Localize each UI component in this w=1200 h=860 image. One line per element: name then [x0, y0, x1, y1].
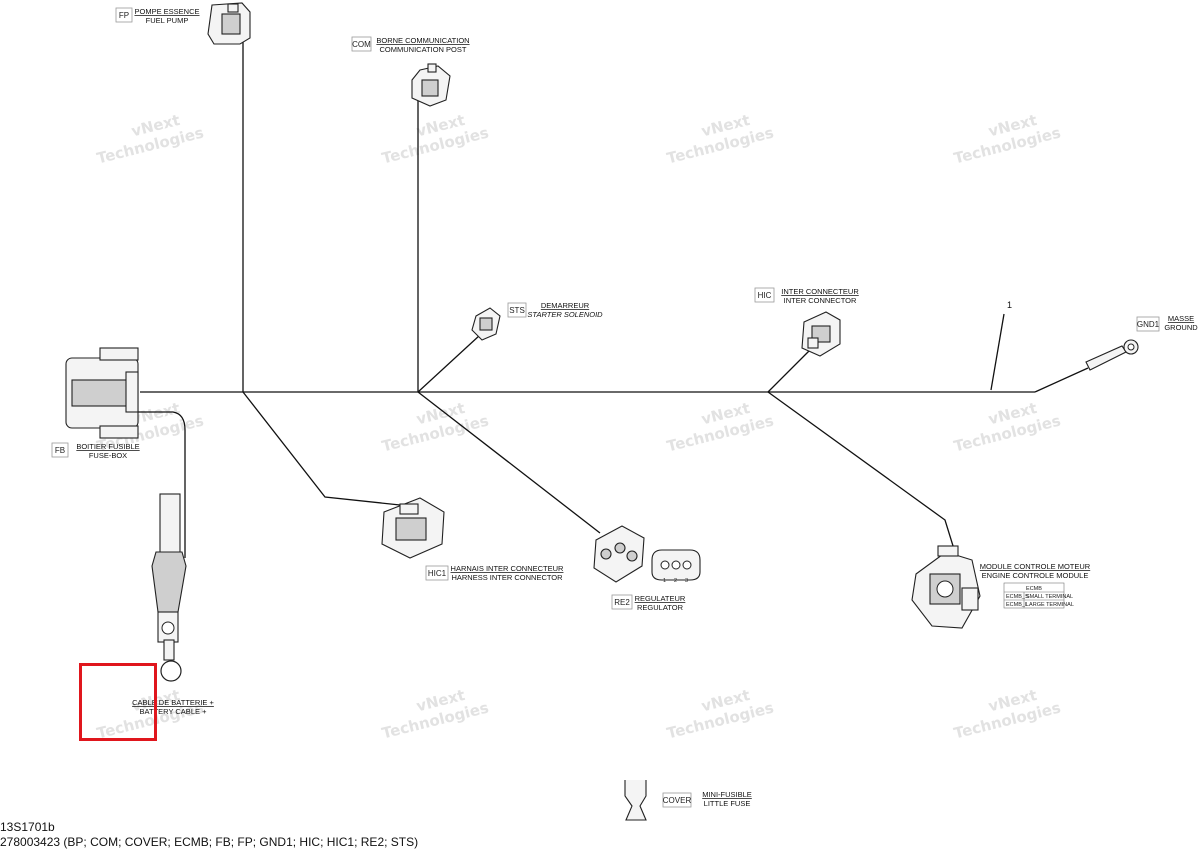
- battery-cable-wire: [130, 411, 186, 558]
- ecmb-pin-s: ECMB_S: [1006, 594, 1029, 600]
- re2-pin-1: 1: [663, 578, 666, 584]
- re2-pin-2: 2: [674, 578, 677, 584]
- bp-label-fr: CABLE DE BATTERIE +: [132, 698, 214, 707]
- hic-label-fr: INTER CONNECTEUR: [781, 287, 859, 296]
- com-label-en: COMMUNICATION POST: [380, 45, 467, 54]
- fb-code-box: [51, 442, 69, 458]
- hic-code: HIC: [758, 291, 772, 300]
- drawing-id: 13S1701b: [0, 820, 55, 834]
- battery-cable-terminal: [151, 493, 187, 682]
- wires: [130, 30, 1089, 563]
- re2-code: RE2: [614, 598, 630, 607]
- ecmb-branch-wire: [767, 391, 959, 563]
- ecmb-desc-s: SMALL TERMINAL: [1026, 594, 1073, 600]
- hic1-label-fr: HARNAIS INTER CONNECTEUR: [451, 564, 565, 573]
- ecmb-table: ECMB ECMB_S SMALL TERMINAL ECMB_L LARGE …: [1003, 582, 1074, 609]
- fuse-box: [65, 347, 139, 439]
- ecmb-label-fr: MODULE CONTROLE MOTEUR: [980, 562, 1091, 571]
- fuel-pump-connector: [207, 2, 251, 45]
- sts-code: STS: [509, 306, 525, 315]
- gnd1-label-fr: MASSE: [1168, 314, 1194, 323]
- part-info: 278003423 (BP; COM; COVER; ECMB; FB; FP;…: [0, 835, 419, 849]
- fp-label-en: FUEL PUMP: [146, 16, 189, 25]
- wire-number: 1: [1007, 300, 1012, 310]
- ground-ring-terminal: [1085, 339, 1139, 371]
- fp-code-box: [115, 7, 133, 23]
- sts-label-fr: DEMARREUR: [541, 301, 590, 310]
- inter-connector: [801, 311, 841, 357]
- re2-branch-wire: [417, 391, 601, 534]
- harness-inter-connector: [381, 497, 445, 559]
- sts-branch-wire: [417, 334, 481, 393]
- hic-code-box: [754, 287, 775, 303]
- com-code-box: [351, 36, 372, 52]
- ecmb-label-en: ENGINE CONTROLE MODULE: [982, 571, 1089, 580]
- fb-label-en: FUSE-BOX: [89, 451, 127, 460]
- little-fuse-cover: [624, 780, 647, 821]
- gnd1-code: GND1: [1137, 320, 1160, 329]
- com-label-fr: BORNE COMMUNICATION: [376, 36, 469, 45]
- re2-label-en: REGULATOR: [637, 603, 684, 612]
- hic1-branch-wire: [242, 391, 401, 506]
- fp-code: FP: [119, 11, 129, 20]
- gnd-branch-wire: [1034, 367, 1089, 393]
- sts-label-en: STARTER SOLENOID: [527, 310, 603, 319]
- hic1-code-box: [425, 565, 449, 581]
- com-code: COM: [352, 40, 371, 49]
- fb-label-fr: BOITIER FUSIBLE: [76, 442, 139, 451]
- regulator-pinout: 1 2 3: [651, 549, 701, 584]
- hic1-label-en: HARNESS INTER CONNECTOR: [451, 573, 563, 582]
- regulator-connector: [593, 525, 645, 583]
- fp-label-fr: POMPE ESSENCE: [134, 7, 199, 16]
- hic-branch-wire: [767, 349, 811, 393]
- gnd1-label-en: GROUND: [1164, 323, 1198, 332]
- re2-label-fr: REGULATEUR: [635, 594, 686, 603]
- cover-label-en: LITTLE FUSE: [704, 799, 751, 808]
- ecmb-table-header: ECMB: [1026, 586, 1042, 592]
- engine-control-module: [911, 545, 981, 629]
- starter-solenoid-connector: [471, 307, 501, 341]
- hic-label-en: INTER CONNECTOR: [784, 296, 857, 305]
- cover-label-fr: MINI-FUSIBLE: [702, 790, 752, 799]
- cover-code: COVER: [663, 796, 692, 805]
- fb-code: FB: [55, 446, 65, 455]
- sts-code-box: [507, 302, 527, 318]
- hic1-code: HIC1: [428, 569, 447, 578]
- bp-label-en: BATTERY CABLE +: [140, 707, 208, 716]
- re2-code-box: [611, 594, 633, 610]
- ecmb-desc-l: LARGE TERMINAL: [1026, 602, 1074, 608]
- ecmb-pin-l: ECMB_L: [1006, 602, 1028, 608]
- selection-highlight-box: [79, 663, 157, 741]
- communication-post-connector: [411, 63, 451, 107]
- wire-number-leader: [990, 313, 1005, 391]
- re2-pin-3: 3: [685, 578, 688, 584]
- gnd1-code-box: [1136, 316, 1160, 332]
- cover-code-box: [662, 792, 692, 808]
